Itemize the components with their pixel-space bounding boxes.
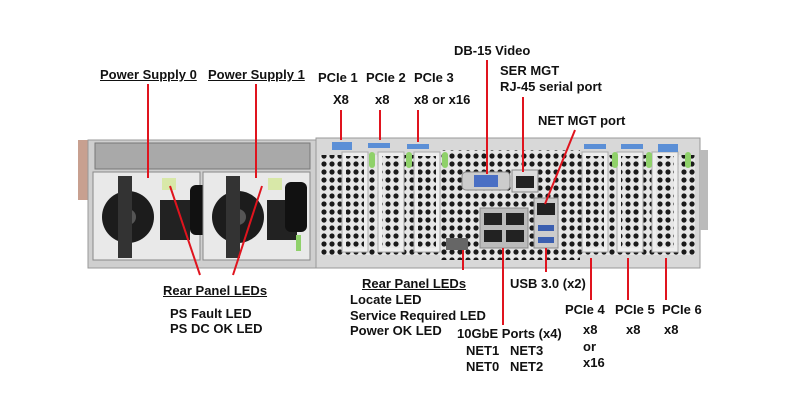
io-bay xyxy=(315,137,708,269)
label-pcie-5-width: x8 xyxy=(626,322,641,337)
label-pcie-6: PCIe 6 xyxy=(662,302,702,317)
label-ps-rear-leds: Rear Panel LEDs xyxy=(163,283,268,298)
label-service-led: Service Required LED xyxy=(350,308,486,323)
callout-lines xyxy=(147,60,667,325)
label-pcie-3-width: x8 or x16 xyxy=(414,92,471,107)
label-power-ok-led: Power OK LED xyxy=(350,323,442,338)
label-10gbe: 10GbE Ports (x4) xyxy=(457,326,562,341)
label-pcie-4-w2: or xyxy=(583,339,596,354)
label-pcie-6-width: x8 xyxy=(664,322,679,337)
label-power-supply-1: Power Supply 1 xyxy=(208,67,305,82)
label-pcie-1-width: X8 xyxy=(333,92,349,107)
label-db15-video: DB-15 Video xyxy=(454,43,531,58)
power-supply-bay xyxy=(78,139,317,269)
label-locate-led: Locate LED xyxy=(350,292,422,307)
label-usb: USB 3.0 (x2) xyxy=(510,276,586,291)
label-pcie-5: PCIe 5 xyxy=(615,302,655,317)
label-ps-dc-ok-led: PS DC OK LED xyxy=(170,321,263,336)
label-net3: NET3 xyxy=(510,343,544,358)
label-net0: NET0 xyxy=(466,359,500,374)
label-pcie-2: PCIe 2 xyxy=(366,70,406,85)
label-ser-mgt: SER MGT xyxy=(500,63,560,78)
label-pcie-4-w1: x8 xyxy=(583,322,598,337)
label-ps-fault-led: PS Fault LED xyxy=(170,306,252,321)
label-pcie-2-width: x8 xyxy=(375,92,390,107)
power-supply-0 xyxy=(92,171,212,261)
label-pcie-4: PCIe 4 xyxy=(565,302,605,317)
label-ser-mgt-desc: RJ-45 serial port xyxy=(500,79,602,94)
label-net-mgt: NET MGT port xyxy=(538,113,626,128)
label-net2: NET2 xyxy=(510,359,544,374)
label-pcie-1: PCIe 1 xyxy=(318,70,358,85)
label-rear-panel-leds: Rear Panel LEDs xyxy=(362,276,467,291)
label-net1: NET1 xyxy=(466,343,500,358)
rear-panel-leds xyxy=(446,238,468,250)
power-supply-1 xyxy=(202,171,311,261)
label-pcie-4-w3: x16 xyxy=(583,355,605,370)
label-power-supply-0: Power Supply 0 xyxy=(100,67,197,82)
label-pcie-3: PCIe 3 xyxy=(414,70,454,85)
